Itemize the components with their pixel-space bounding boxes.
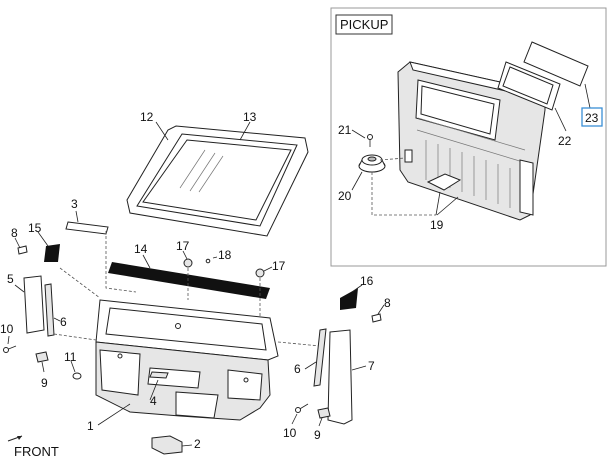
callout-8: 8 xyxy=(384,296,391,310)
corner-seal-left xyxy=(44,244,60,262)
callout-7: 7 xyxy=(368,359,375,373)
callout-23-box[interactable] xyxy=(581,107,603,127)
bracket xyxy=(426,173,462,191)
callout-17: 17 xyxy=(176,239,190,253)
pillar-trim-right xyxy=(327,329,353,425)
callout-16: 16 xyxy=(360,274,374,288)
plug-left xyxy=(17,245,28,255)
callout-14: 14 xyxy=(134,242,148,256)
callout-6: 6 xyxy=(60,315,67,329)
seal-right xyxy=(313,328,327,387)
callout-21: 21 xyxy=(338,123,352,137)
callout-5: 5 xyxy=(7,272,14,286)
screw-left xyxy=(3,345,17,353)
inset-guide-lines xyxy=(371,157,436,216)
callout-23[interactable]: 23 xyxy=(585,111,599,125)
rear-panel-assembly xyxy=(95,299,279,421)
callout-15: 15 xyxy=(28,221,42,235)
rear-window-assembly xyxy=(126,125,309,237)
bracket-lower xyxy=(151,435,183,455)
screw xyxy=(367,134,373,147)
clip xyxy=(183,258,193,268)
callout-9: 9 xyxy=(314,428,321,442)
clip-right xyxy=(317,407,331,419)
pickup-inset: PICKUP xyxy=(330,7,607,267)
front-arrowhead-icon xyxy=(17,436,22,440)
rear-window-seal xyxy=(497,61,561,111)
inset-title: PICKUP xyxy=(340,17,388,32)
callout-18: 18 xyxy=(218,248,232,262)
trim-strip xyxy=(65,221,109,235)
front-label: FRONT xyxy=(14,444,59,459)
callout-19: 19 xyxy=(430,218,444,232)
callout-10: 10 xyxy=(283,426,297,440)
pin xyxy=(205,258,211,264)
callout-22: 22 xyxy=(558,134,572,148)
callout-2: 2 xyxy=(194,437,201,451)
callout-11: 11 xyxy=(64,350,77,364)
clip-left xyxy=(35,351,49,363)
seal-strip xyxy=(108,262,270,299)
inset-title-box xyxy=(335,14,393,35)
callout-1: 1 xyxy=(87,419,94,433)
callout-6: 6 xyxy=(294,362,301,376)
guide-lines xyxy=(53,231,321,347)
rear-window-glass xyxy=(523,41,589,87)
grommet xyxy=(72,372,82,380)
plug-right xyxy=(371,313,382,323)
callout-13: 13 xyxy=(243,110,257,124)
callout-9: 9 xyxy=(41,376,48,390)
speaker xyxy=(358,154,386,173)
clip xyxy=(255,268,265,278)
callout-17: 17 xyxy=(272,259,286,273)
screw-right xyxy=(295,403,309,413)
callout-20: 20 xyxy=(338,189,352,203)
inset-frame xyxy=(330,7,607,267)
bar xyxy=(149,371,169,379)
corner-seal-right xyxy=(340,288,358,310)
callout-10: 10 xyxy=(0,322,14,336)
pillar-trim-left xyxy=(23,275,45,334)
front-indicator: FRONT xyxy=(7,435,59,459)
seal-left xyxy=(44,283,55,337)
callout-4: 4 xyxy=(150,394,157,408)
callout-12: 12 xyxy=(140,110,154,124)
callout-8: 8 xyxy=(11,226,18,240)
callout-3: 3 xyxy=(71,197,78,211)
